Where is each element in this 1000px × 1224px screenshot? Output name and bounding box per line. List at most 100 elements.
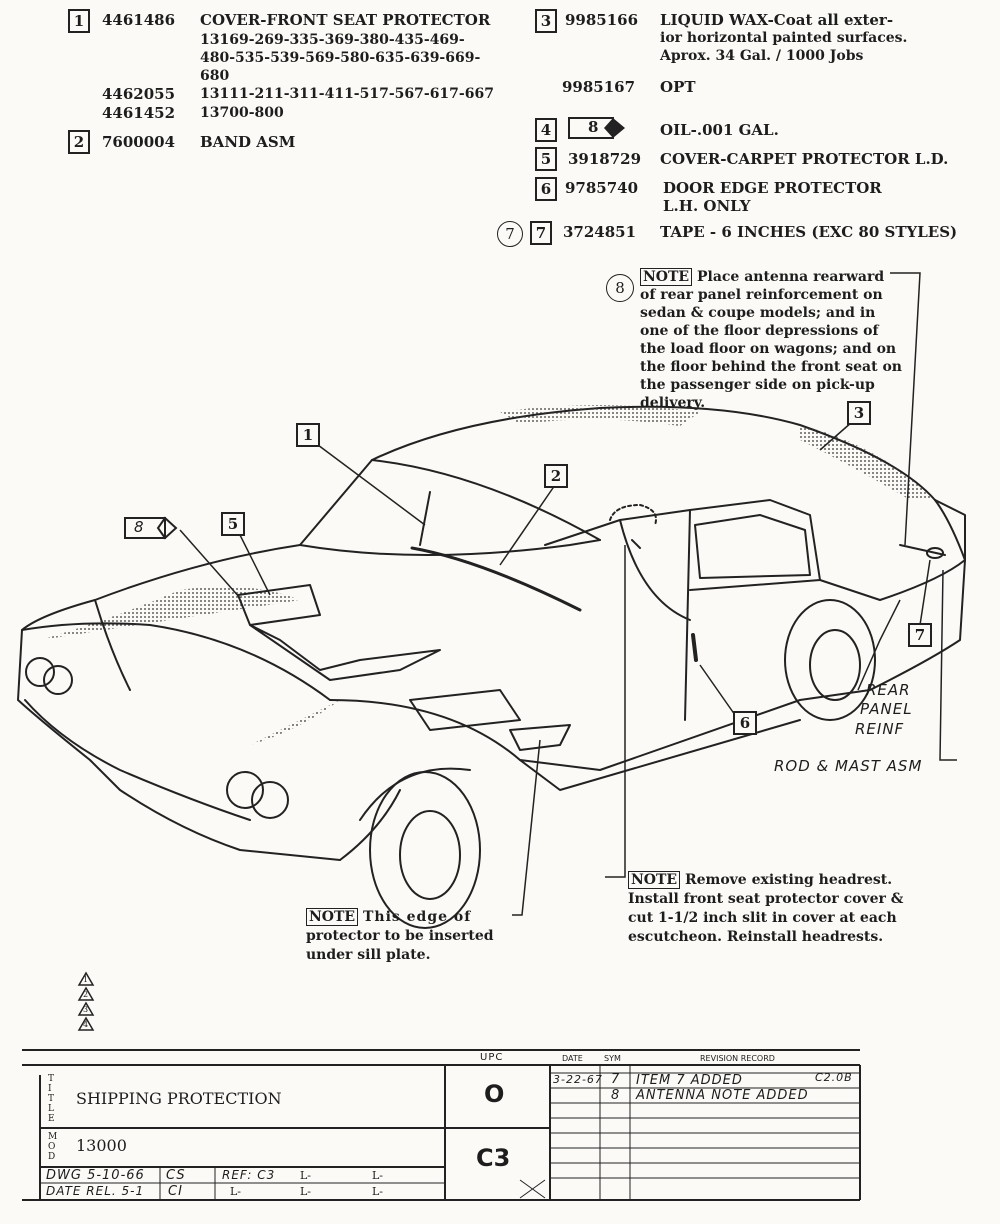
callout-2: 2 (544, 464, 568, 488)
windshield (299, 459, 601, 556)
callout-6: 6 (733, 711, 757, 735)
rev-desc: ITEM 7 ADDED (636, 1073, 743, 1088)
item-number-box: 3 (535, 9, 557, 33)
part-description: DOOR EDGE PROTECTOR (663, 179, 882, 197)
date-rel-initials: CI (168, 1184, 183, 1199)
item-number-box: 5 (535, 147, 557, 171)
headrest-note: NOTE Remove existing headrest. Install f… (628, 871, 903, 947)
label-rod-mast: ROD & MAST ASM (774, 757, 923, 775)
note-line: the load floor on wagons; and on (640, 341, 897, 357)
upc-header: UPC (480, 1052, 504, 1063)
part-description: TAPE - 6 INCHES (EXC 80 STYLES) (660, 223, 958, 241)
note-line: Remove existing headrest. (684, 872, 893, 888)
note-line: one of the floor depressions of (640, 323, 879, 339)
rev-code: C2.0B (815, 1071, 853, 1084)
item-number-box: 1 (68, 9, 90, 33)
revision-circle: 7 (497, 221, 523, 247)
roof-dotted (500, 405, 700, 426)
part-description: 13169-269-335-369-380-435-469- (200, 32, 465, 48)
dwg-l: L- (372, 1169, 384, 1182)
upc-bottom: C3 (476, 1144, 511, 1172)
date-l: L- (372, 1185, 384, 1198)
part-number: 4461452 (102, 104, 176, 122)
rev-header-record: REVISION RECORD (700, 1054, 775, 1063)
oil-symbol-tag: 8 (568, 116, 632, 139)
date-rel: DATE REL. 5-1 (46, 1184, 145, 1198)
label-rear: REAR (866, 681, 911, 699)
note-line: This edge of (362, 909, 472, 925)
part-number: 7600004 (102, 133, 176, 151)
part-description: 680 (200, 68, 230, 84)
rev-sym: 7 (611, 1072, 621, 1087)
rev-header-date: DATE (562, 1054, 583, 1063)
title-label: TITLE (48, 1074, 55, 1124)
part-description: BAND ASM (200, 133, 296, 151)
part-description: ior horizontal painted surfaces. (660, 30, 908, 46)
part-number: 4461486 (102, 11, 176, 29)
note-line: protector to be inserted (306, 928, 494, 944)
part-description: 13700-800 (200, 105, 284, 121)
upc-top: O (484, 1080, 505, 1108)
part-description: COVER-CARPET PROTECTOR L.D. (660, 150, 949, 168)
rev-sym: 8 (611, 1088, 621, 1103)
part-number: 9985166 (565, 11, 639, 29)
part-description: COVER-FRONT SEAT PROTECTOR (200, 11, 491, 29)
note-tag: NOTE (306, 908, 359, 926)
note-line: sedan & coupe models; and in (640, 305, 876, 321)
date-l: L- (300, 1185, 312, 1198)
callout-oil-number: 8 (134, 518, 145, 536)
part-number: 3724851 (563, 223, 637, 241)
triangle-number: 1 (83, 975, 89, 984)
part-number: 9785740 (565, 179, 639, 197)
note-line: the passenger side on pick-up (640, 377, 875, 393)
dwg-initials: CS (166, 1168, 186, 1183)
note-line: the floor behind the front seat on (640, 359, 902, 375)
callout-7: 7 (908, 623, 932, 647)
note-line: Place antenna rearward (696, 269, 885, 285)
note-line: delivery. (640, 395, 706, 411)
callout-3: 3 (847, 401, 871, 425)
diamond-tag-icon (568, 117, 625, 139)
mod-number: 13000 (76, 1136, 127, 1155)
note-line: under sill plate. (306, 947, 431, 963)
note-tag: NOTE (628, 871, 681, 889)
grille (17, 629, 341, 861)
note-line: cut 1-1/2 inch slit in cover at each (628, 910, 897, 926)
part-description: L.H. ONLY (663, 197, 751, 215)
front-wheel (369, 771, 481, 929)
label-reinf: REINF (855, 720, 905, 738)
label-panel: PANEL (860, 700, 913, 718)
part-number: 9985167 (562, 78, 636, 96)
callout-oil-tag: 8 (124, 516, 184, 540)
part-description: 13111-211-311-411-517-567-617-667 (200, 86, 494, 102)
part-description: OPT (660, 78, 696, 96)
callout-5: 5 (221, 512, 245, 536)
note-line: escutcheon. Reinstall headrests. (628, 929, 884, 945)
rear-wheel (784, 599, 876, 721)
mod-label: MOD (48, 1132, 58, 1162)
note-tag: NOTE (640, 268, 693, 286)
note-line: of rear panel reinforcement on (640, 287, 883, 303)
dwg-l: L- (300, 1169, 312, 1182)
rev-header-sym: SYM (604, 1054, 621, 1063)
item-number-box: 7 (530, 221, 552, 245)
part-number: 3918729 (568, 150, 642, 168)
antenna-rod (899, 544, 946, 556)
seat-protector (410, 546, 582, 612)
antenna-note: NOTE Place antenna rearward of rear pane… (640, 268, 902, 412)
note-line: Install front seat protector cover & (628, 891, 904, 907)
revision-circle: 8 (606, 274, 634, 302)
diamond-tag-icon (124, 516, 178, 540)
body-side (329, 499, 966, 771)
rev-date: 3-22-67 (553, 1073, 603, 1086)
rev-desc: ANTENNA NOTE ADDED (636, 1088, 809, 1103)
part-description: 480-535-539-569-580-635-639-669- (200, 50, 481, 66)
sill-note: NOTE This edge of protector to be insert… (306, 908, 494, 965)
item-number-box: 2 (68, 130, 90, 154)
item-number-box: 6 (535, 177, 557, 201)
part-description: OIL-.001 GAL. (660, 121, 779, 139)
callout-1: 1 (296, 423, 320, 447)
dwg-date: DWG 5-10-66 (46, 1168, 145, 1183)
triangle-number: 4 (83, 1020, 89, 1029)
